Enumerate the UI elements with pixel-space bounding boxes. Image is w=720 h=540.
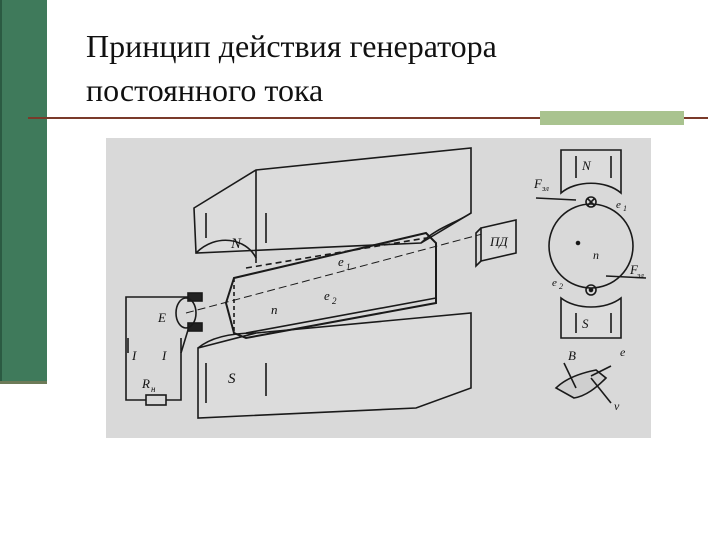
title-line-2: постоянного тока (86, 72, 324, 108)
side-rotor (548, 203, 634, 289)
label-e2-sub: 2 (332, 296, 337, 306)
label-e1: e (338, 254, 344, 269)
underline-accent-block (540, 111, 684, 125)
label-n-rotor: n (271, 302, 278, 317)
label-Rn-sub: н (151, 384, 156, 394)
slide-title: Принцип действия генератора постоянного … (86, 24, 706, 112)
label-e2-side: e (552, 277, 557, 289)
left-accent-bar (0, 0, 47, 383)
hand-sketch (554, 369, 608, 399)
armature-coil (224, 231, 437, 340)
label-e1-side-sub: 1 (623, 204, 627, 213)
label-I-left: I (131, 348, 137, 363)
title-line-1: Принцип действия генератора (86, 28, 497, 64)
label-e1-side: e (616, 199, 621, 211)
label-E: E (157, 310, 166, 325)
label-e1-sub: 1 (346, 262, 351, 272)
generator-diagram: N S ПД e 1 e 2 n E I I R н N S n F эл F … (106, 138, 651, 438)
label-N-main: N (230, 236, 242, 252)
conductor-top (585, 196, 597, 208)
conductor-bottom (585, 284, 597, 296)
label-PD: ПД (489, 234, 508, 249)
commutator (175, 297, 197, 329)
label-Fem-top: F (533, 176, 543, 191)
south-pole-body (197, 312, 472, 419)
diagram-svg: N S ПД e 1 e 2 n E I I R н N S n F эл F … (125, 147, 647, 419)
external-circuit (125, 296, 189, 401)
label-e-vec: e (620, 345, 626, 359)
label-N-side: N (581, 158, 592, 173)
label-Fem-top-sub: эл (542, 184, 549, 193)
label-S-side: S (582, 316, 589, 331)
south-pole-face (197, 332, 257, 349)
label-B: B (568, 348, 576, 363)
label-v-vec: v (614, 399, 620, 413)
left-accent-edge (0, 0, 2, 383)
label-Fem-bottom: F (629, 262, 639, 277)
accent-bar-foot (0, 381, 47, 384)
side-south-pole (560, 296, 622, 339)
label-n-side: n (593, 248, 599, 262)
rotation-axis (185, 232, 487, 314)
label-I-right: I (161, 348, 167, 363)
label-S-main: S (228, 371, 236, 387)
label-e2: e (324, 288, 330, 303)
load-resistor (145, 394, 167, 406)
side-north-pole (560, 149, 622, 195)
label-Fem-bottom-sub: эл (637, 271, 644, 280)
label-e2-side-sub: 2 (559, 282, 563, 291)
label-Rn: R (141, 376, 150, 391)
prime-mover-box (480, 218, 517, 263)
title-underline (28, 117, 708, 119)
